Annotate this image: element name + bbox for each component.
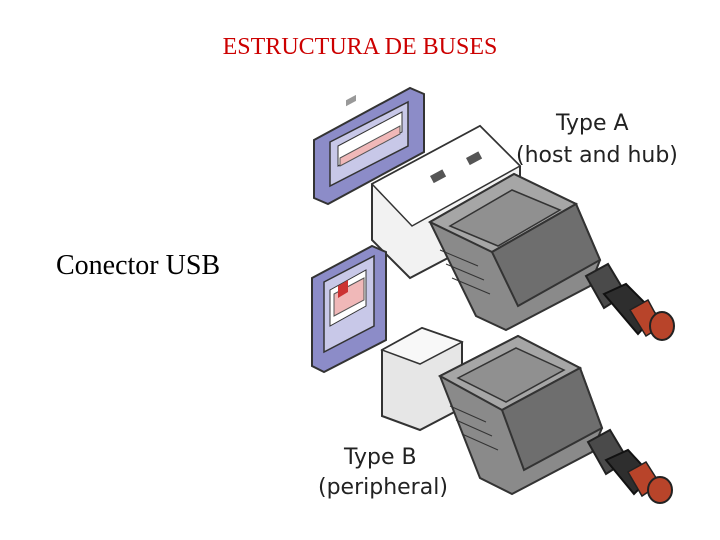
type-a-socket <box>313 86 425 206</box>
type-a-connector <box>313 86 675 341</box>
type-a-sublabel: (host and hub) <box>516 143 678 168</box>
type-b-socket <box>311 244 387 374</box>
type-a-plug-body <box>427 172 602 332</box>
type-a-cable-end <box>649 311 675 341</box>
connector-usb-label: Conector USB <box>56 250 221 281</box>
type-b-plug-body <box>437 334 604 496</box>
usb-connectors-illustration: Type A (host and hub) Type B (peripheral… <box>290 80 710 520</box>
slide-title: ESTRUCTURA DE BUSES <box>222 34 498 60</box>
type-b-cable-end <box>647 476 673 504</box>
type-b-sublabel: (peripheral) <box>318 475 448 500</box>
type-b-connector <box>311 244 673 504</box>
type-a-label: Type A <box>555 111 629 136</box>
type-b-label: Type B <box>343 445 417 470</box>
